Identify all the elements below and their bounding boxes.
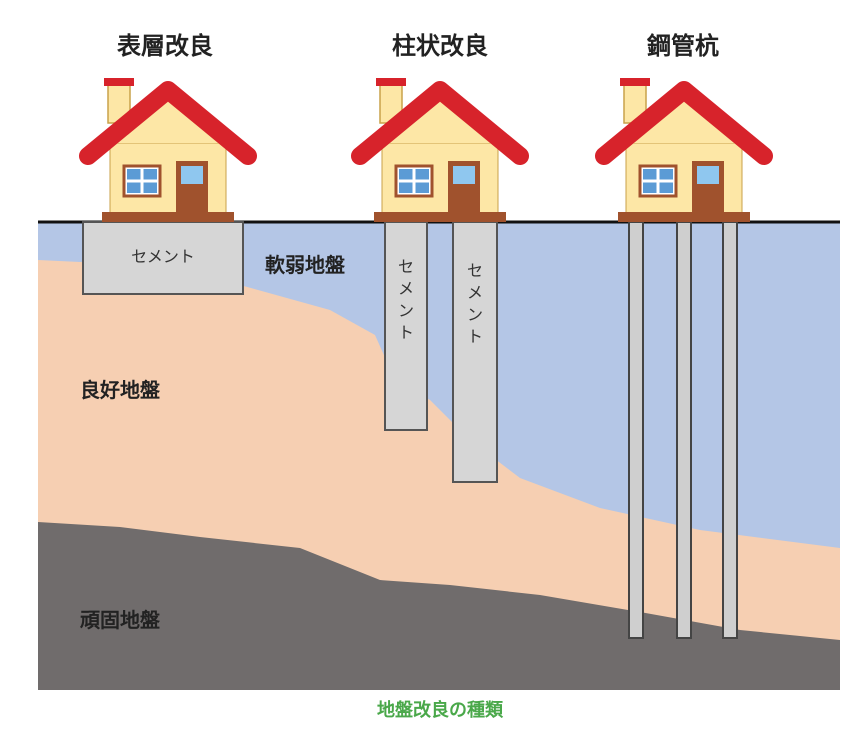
cement-column-2-char: メ [467,283,483,302]
cement-column-1-char: セ [398,257,414,276]
cement-column-1-char: ト [398,323,414,342]
house-icon [88,78,248,222]
method-title-steel-pipe: 鋼管杭 [647,32,719,60]
hard-ground-layer [38,522,840,690]
house-icon [604,78,764,222]
cement-column-2-char: ト [467,327,483,346]
cement-column-1-char: ン [398,301,414,320]
method-title-column: 柱状改良 [392,32,488,60]
cement-column-2-char: セ [467,261,483,280]
house-icon [360,78,520,222]
cement-column-1-char: メ [398,279,414,298]
method-title-surface: 表層改良 [117,32,213,60]
layer-label-good: 良好地盤 [80,378,161,402]
cement-slab [82,221,244,295]
cement-column-1 [384,221,428,431]
cement-column-2-char: ン [467,305,483,324]
cement-slab-label: セメント [131,247,195,266]
steel-pipe-2 [676,221,692,639]
diagram-caption: 地盤改良の種類 [377,699,504,721]
layer-label-soft: 軟弱地盤 [265,253,346,277]
steel-pipe-3 [722,221,738,639]
steel-pipe-1 [628,221,644,639]
cement-column-2 [452,221,498,483]
layer-label-hard: 頑固地盤 [79,608,161,632]
